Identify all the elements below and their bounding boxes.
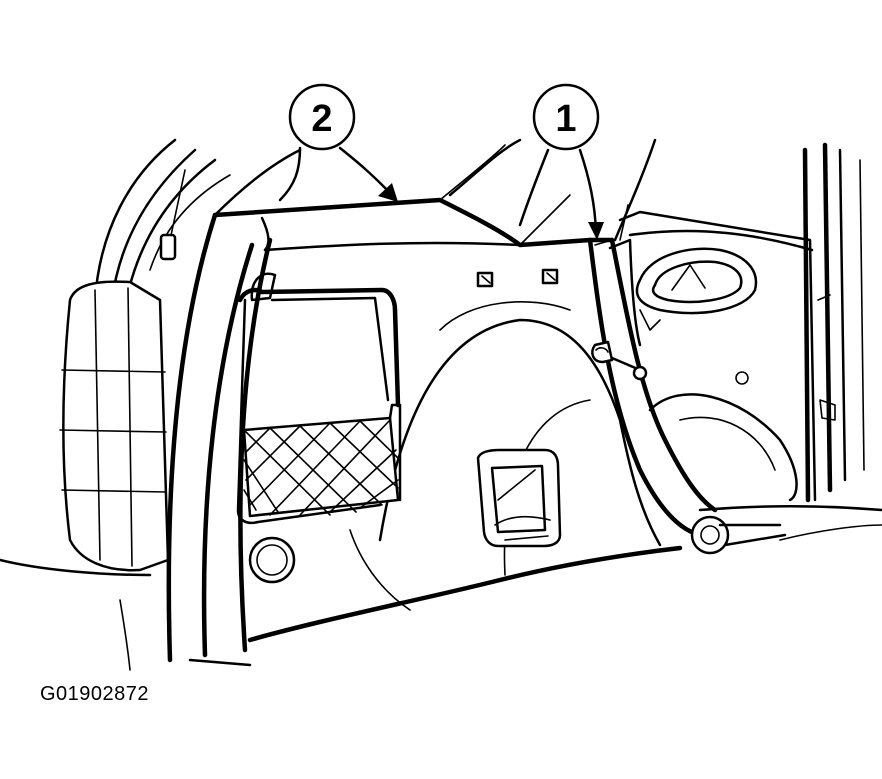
callout-1: 1 xyxy=(518,83,604,240)
tail-lamp-area xyxy=(0,138,231,671)
callout-1-label: 1 xyxy=(555,98,576,140)
callout-2-label: 2 xyxy=(311,98,332,140)
pillar-trim xyxy=(587,237,787,555)
quarter-trim-panel xyxy=(212,144,683,643)
callout-2: 2 xyxy=(278,83,398,202)
cargo-net-pocket xyxy=(236,272,402,525)
access-opening xyxy=(476,448,562,548)
rear-body-structure xyxy=(618,142,882,541)
figure-code: G01902872 xyxy=(40,683,150,705)
round-outlet xyxy=(248,536,296,584)
upper-lines xyxy=(448,138,657,246)
pillar-edge xyxy=(166,148,302,667)
